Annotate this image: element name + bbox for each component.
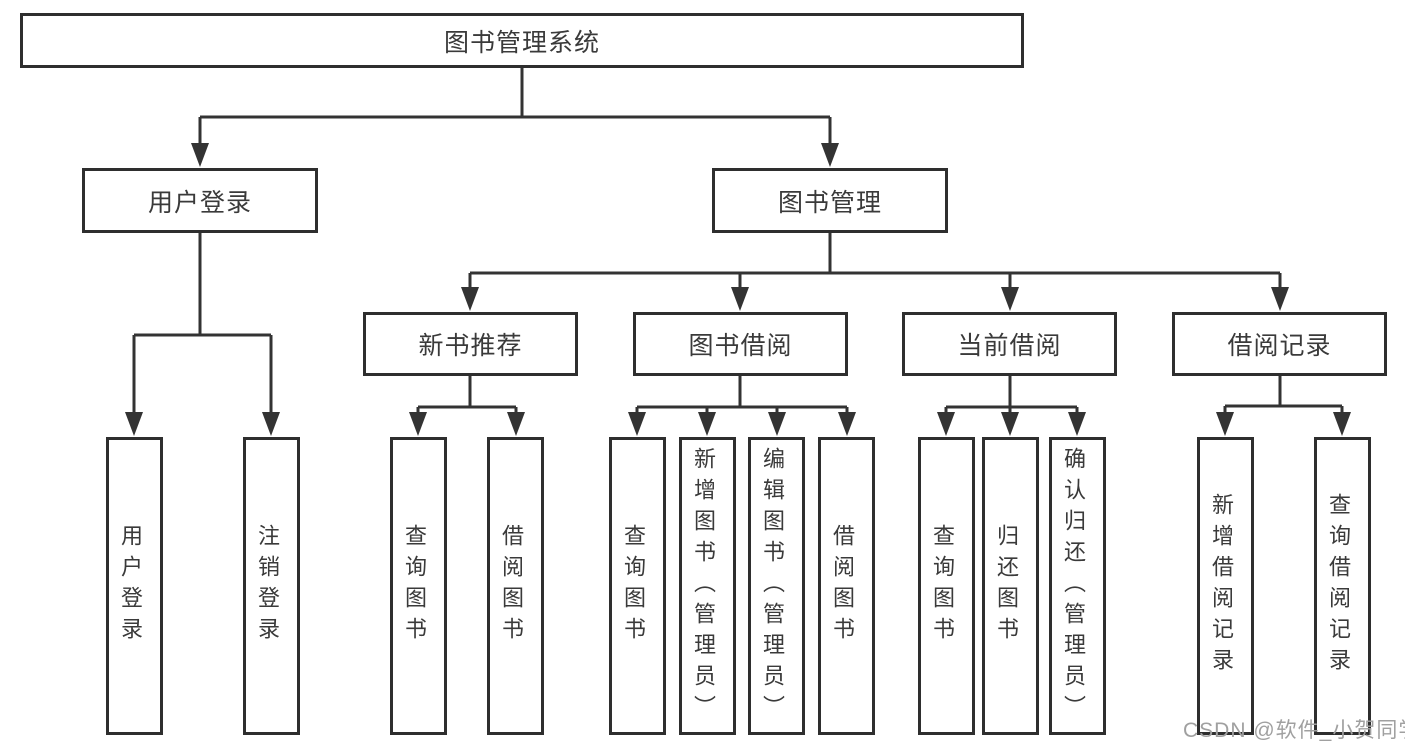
node-label: 图书管理: [777, 188, 882, 217]
leaf-borrow-books-recommend: 借阅图书: [487, 437, 544, 735]
leaf-label: 用户登录: [118, 524, 143, 648]
leaf-label: 编辑图书（管理员）: [760, 446, 785, 726]
leaf-label: 借阅图书: [830, 524, 855, 648]
node-book-borrowing: 图书借阅: [633, 312, 848, 376]
leaf-query-books-current: 查询图书: [918, 437, 975, 735]
leaf-label: 查询图书: [930, 524, 955, 648]
leaf-query-books-borrowing: 查询图书: [609, 437, 666, 735]
node-label: 用户登录: [147, 188, 252, 217]
node-label: 图书管理系统: [443, 28, 600, 57]
csdn-watermark: CSDN @软件_小贺同学: [1183, 719, 1405, 742]
leaf-label: 查询借阅记录: [1326, 493, 1351, 679]
arrowheads: [125, 143, 1351, 436]
leaf-label: 归还图书: [994, 524, 1019, 648]
leaf-add-borrow-record: 新增借阅记录: [1197, 437, 1254, 735]
leaf-label: 注销登录: [255, 524, 280, 648]
leaf-logout-login: 注销登录: [243, 437, 300, 735]
node-label: 借阅记录: [1227, 332, 1332, 360]
leaf-return-books: 归还图书: [982, 437, 1039, 735]
node-library-system: 图书管理系统: [20, 13, 1024, 68]
node-borrowing-records: 借阅记录: [1172, 312, 1387, 376]
leaf-label: 查询图书: [621, 524, 646, 648]
node-label: 新书推荐: [418, 332, 523, 360]
leaf-label: 确认归还（管理员）: [1061, 446, 1086, 726]
leaf-label: 新增图书（管理员）: [691, 446, 716, 726]
node-new-book-recommendation: 新书推荐: [363, 312, 578, 376]
leaf-query-books-recommend: 查询图书: [390, 437, 447, 735]
node-user-login: 用户登录: [82, 168, 318, 233]
leaf-label: 借阅图书: [499, 524, 524, 648]
node-current-borrowing: 当前借阅: [902, 312, 1117, 376]
leaf-label: 查询图书: [402, 524, 427, 648]
leaf-confirm-return-admin: 确认归还（管理员）: [1049, 437, 1106, 735]
leaf-borrow-books-borrowing: 借阅图书: [818, 437, 875, 735]
node-label: 当前借阅: [957, 332, 1062, 360]
leaf-label: 新增借阅记录: [1209, 493, 1234, 679]
leaf-user-login: 用户登录: [106, 437, 163, 735]
node-book-management: 图书管理: [712, 168, 948, 233]
leaf-query-borrow-record: 查询借阅记录: [1314, 437, 1371, 735]
node-label: 图书借阅: [688, 332, 793, 360]
leaf-add-books-admin: 新增图书（管理员）: [679, 437, 736, 735]
leaf-edit-books-admin: 编辑图书（管理员）: [748, 437, 805, 735]
